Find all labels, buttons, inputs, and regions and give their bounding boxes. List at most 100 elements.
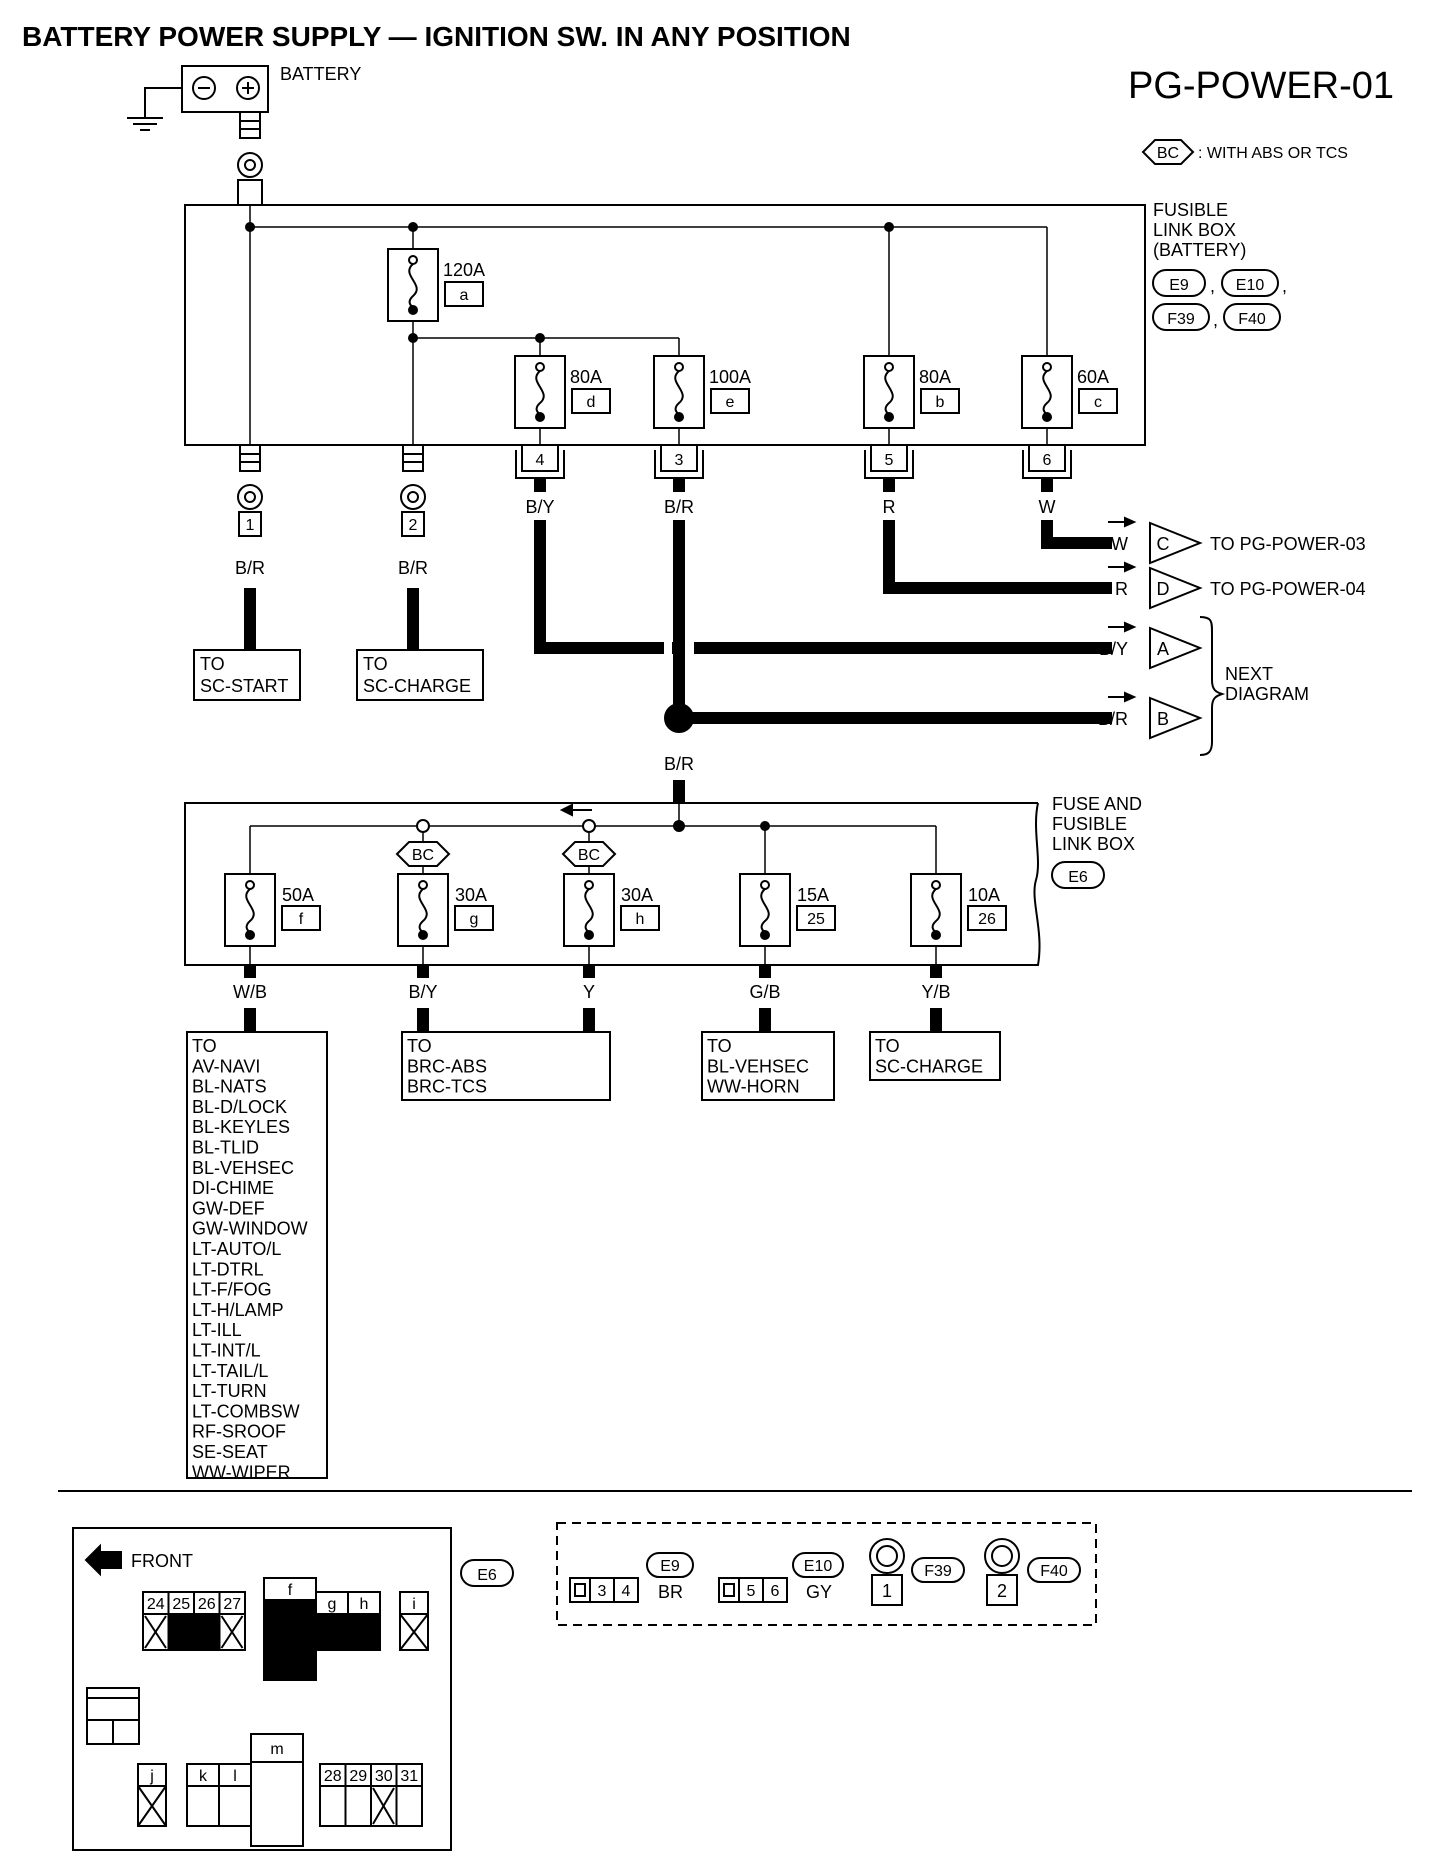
e9-id: E9 [660, 1558, 680, 1575]
dest-box-f [186, 1031, 328, 1479]
layout-label-f: f [288, 1582, 293, 1599]
front-arrow-icon [84, 1543, 122, 1577]
bc-option-tag [395, 841, 451, 867]
destination-item: SE-SEAT [192, 1442, 268, 1462]
destination-item: TO [192, 1036, 217, 1056]
next-diagram-2: DIAGRAM [1225, 684, 1309, 704]
wire-color: B/R [1098, 709, 1128, 729]
destination-text: TO PG-POWER-04 [1210, 579, 1366, 599]
flb-title-1: FUSIBLE [1153, 200, 1228, 220]
fuse-slot-28: 28 [324, 1768, 342, 1785]
off-page-connector-d: D R TO PG-POWER-04 [1108, 561, 1366, 610]
fuse-rating: 80A [919, 367, 951, 387]
wire-color: W [1111, 534, 1128, 554]
option-tag: BC [412, 847, 434, 864]
bc-option-tag [561, 841, 617, 867]
connector-tag: D [1157, 579, 1170, 599]
fuse-rating: 10A [968, 885, 1000, 905]
wire-by-to-a [534, 520, 1112, 654]
ground-icon [127, 117, 163, 131]
legend-tag: BC [1157, 145, 1179, 162]
connector-views: 3 4 E9 BR 5 6 E10 GY 1 F39 2 F40 [556, 1522, 1097, 1626]
connector-tag: C [1157, 534, 1170, 554]
wire-color: R [1115, 579, 1128, 599]
connector-f40-label: F40 [1238, 311, 1266, 328]
dest-to: TO [363, 654, 388, 674]
splice-junction [664, 703, 694, 733]
fuse-id: c [1094, 394, 1102, 411]
connector-e6-label: E6 [1068, 869, 1088, 886]
positive-terminal-icon [236, 76, 260, 100]
fuse-id: b [936, 394, 945, 411]
fuse-rating: 120A [443, 260, 485, 280]
destination-text: TO PG-POWER-03 [1210, 534, 1366, 554]
battery-label: BATTERY [280, 64, 361, 84]
f39-id: F39 [924, 1563, 952, 1580]
fuse-slot-27: 27 [223, 1596, 241, 1613]
fuse-rating: 60A [1077, 367, 1109, 387]
connector-f39-label: F39 [1167, 311, 1195, 328]
destination-item: WW-HORN [707, 1077, 800, 1097]
wire-color: B/R [398, 558, 428, 578]
destination-item: TO [407, 1036, 432, 1056]
wire-color: B/R [235, 558, 265, 578]
destination-item: BL-VEHSEC [707, 1056, 809, 1076]
layout-connector-label: E6 [477, 1567, 497, 1584]
destination-item: LT-H/LAMP [192, 1300, 284, 1320]
fuse-id: h [636, 911, 645, 928]
e10-color: GY [806, 1582, 832, 1602]
fuse-rating: 30A [621, 885, 653, 905]
fuse-slot-31: 31 [400, 1768, 418, 1785]
wire-color: B/R [664, 497, 694, 517]
wire-w-to-c [1041, 520, 1112, 549]
fusible-link-box: FUSIBLE LINK BOX (BATTERY) E9 , E10 , F3… [184, 200, 1287, 517]
layout-label-l: l [233, 1768, 237, 1785]
dest-name: SC-START [200, 676, 288, 696]
connector-tag-e10 [1221, 269, 1279, 297]
destination-item: BL-NATS [192, 1077, 267, 1097]
dest-box-25 [701, 1031, 835, 1101]
fuse-rating: 15A [797, 885, 829, 905]
fuse-id: 25 [807, 911, 825, 928]
e10-pin-5: 5 [747, 1583, 756, 1600]
f39-pin: 1 [882, 1581, 892, 1601]
wire-color: Y/B [921, 982, 950, 1002]
f40-id: F40 [1040, 1563, 1068, 1580]
flb-title-2: LINK BOX [1153, 220, 1236, 240]
wire-color: B/Y [1099, 639, 1128, 659]
fuse-rating: 30A [455, 885, 487, 905]
battery-connector [239, 111, 261, 139]
destination-item: BL-D/LOCK [192, 1097, 287, 1117]
f40-pin: 2 [997, 1581, 1007, 1601]
terminal-number: 5 [885, 452, 894, 469]
destination-item: LT-INT/L [192, 1341, 261, 1361]
fuse-box-title-1: FUSE AND [1052, 794, 1142, 814]
eyelet-terminal-icon [237, 152, 263, 178]
connector-tag: A [1157, 639, 1169, 659]
fuse-rating: 80A [570, 367, 602, 387]
fuse-and-fusible-link-box: FUSE AND FUSIBLE LINK BOX E6 50AfW/BBC30… [184, 794, 1142, 1032]
wire-color: R [883, 497, 896, 517]
fuse-slot-25: 25 [172, 1596, 190, 1613]
dest-name: SC-CHARGE [363, 676, 471, 696]
destination-item: GW-WINDOW [192, 1219, 308, 1239]
destination-item: LT-TURN [192, 1381, 267, 1401]
destination-item: BRC-ABS [407, 1056, 487, 1076]
eyelet-terminal-icon [237, 484, 263, 510]
layout-frame [72, 1527, 452, 1851]
fuse-rating: 100A [709, 367, 751, 387]
destination-item: TO [707, 1036, 732, 1056]
terminal-number: 6 [1043, 452, 1052, 469]
separator: , [1210, 276, 1215, 296]
dest-list-f: TOAV-NAVIBL-NATSBL-D/LOCKBL-KEYLESBL-TLI… [192, 1036, 308, 1482]
separator: , [1282, 276, 1287, 296]
wire-color: W/B [233, 982, 267, 1002]
